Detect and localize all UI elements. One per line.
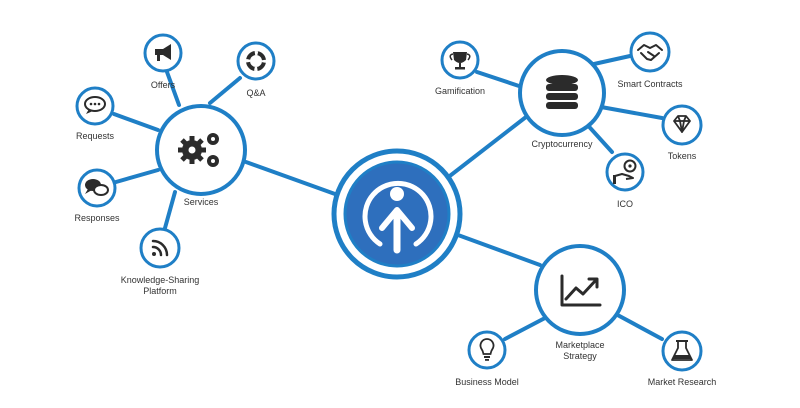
connector-center-marketplace (456, 233, 542, 267)
leaf-knowledge-sharing-platform[interactable]: Knowledge-Sharing Platform (121, 227, 200, 296)
leaf-responses[interactable]: Responses (74, 168, 120, 223)
leaf-gamification[interactable]: Gamification (435, 40, 485, 96)
chat-bubbles-icon (85, 179, 109, 196)
hub-marketplace-label-line2: Strategy (563, 351, 597, 361)
leaf-business-model[interactable]: Business Model (455, 330, 519, 387)
connector-services-responses (114, 168, 160, 184)
coin-hand-icon (613, 159, 637, 184)
hub-marketplace-strategy[interactable]: Marketplace Strategy (534, 244, 626, 361)
hub-services[interactable]: Services (155, 104, 247, 207)
connector-marketplace-businessmodel (503, 316, 547, 341)
connector-crypto-gamification (475, 70, 521, 88)
lifebuoy-icon (246, 51, 266, 71)
leaf-market-research-label: Market Research (648, 377, 717, 387)
leaf-business-model-label: Business Model (455, 377, 519, 387)
center-node[interactable] (331, 148, 463, 280)
leaf-tokens[interactable]: Tokens (661, 104, 703, 161)
leaf-smart-contracts[interactable]: Smart Contracts (617, 31, 683, 89)
lightbulb-icon (479, 338, 495, 361)
leaf-ico[interactable]: ICO (605, 152, 645, 209)
leaf-smart-contracts-label: Smart Contracts (617, 79, 683, 89)
hub-cryptocurrency-label: Cryptocurrency (531, 139, 593, 149)
flask-icon (671, 340, 693, 361)
connector-center-services (244, 160, 337, 196)
leaf-qa-label: Q&A (246, 88, 265, 98)
rss-icon (151, 239, 169, 257)
leaf-responses-label: Responses (74, 213, 120, 223)
connector-marketplace-marketresearch (610, 310, 664, 341)
leaf-qa[interactable]: Q&A (236, 41, 276, 98)
leaf-requests-label: Requests (76, 131, 115, 141)
leaf-knowledge-label-line1: Knowledge-Sharing (121, 275, 200, 285)
connector-services-requests (112, 112, 160, 132)
person-arrow-up-logo-icon (362, 180, 434, 254)
leaf-market-research[interactable]: Market Research (648, 330, 717, 387)
connector-services-knowledge (163, 190, 177, 230)
connector-services-offers (165, 70, 181, 107)
leaf-ico-label: ICO (617, 199, 633, 209)
coin-stack-icon (546, 75, 578, 109)
leaf-offers-label: Offers (151, 80, 176, 90)
megaphone-icon (155, 44, 171, 61)
connector-services-qa (208, 76, 242, 105)
chat-bubble-icon (84, 96, 106, 114)
trophy-icon (449, 52, 471, 70)
handshake-icon (637, 44, 663, 61)
leaf-offers[interactable]: Offers (143, 33, 183, 90)
trend-chart-icon (560, 274, 602, 307)
hub-cryptocurrency[interactable]: Cryptocurrency (518, 49, 606, 149)
diamond-icon (673, 115, 691, 133)
leaf-tokens-label: Tokens (668, 151, 697, 161)
hub-marketplace-label-line1: Marketplace (555, 340, 604, 350)
leaf-requests[interactable]: Requests (75, 86, 115, 141)
hub-services-label: Services (184, 197, 219, 207)
leaf-gamification-label: Gamification (435, 86, 485, 96)
connector-center-crypto (440, 108, 537, 184)
leaf-knowledge-label-line2: Platform (143, 286, 177, 296)
gears-icon (178, 133, 219, 167)
